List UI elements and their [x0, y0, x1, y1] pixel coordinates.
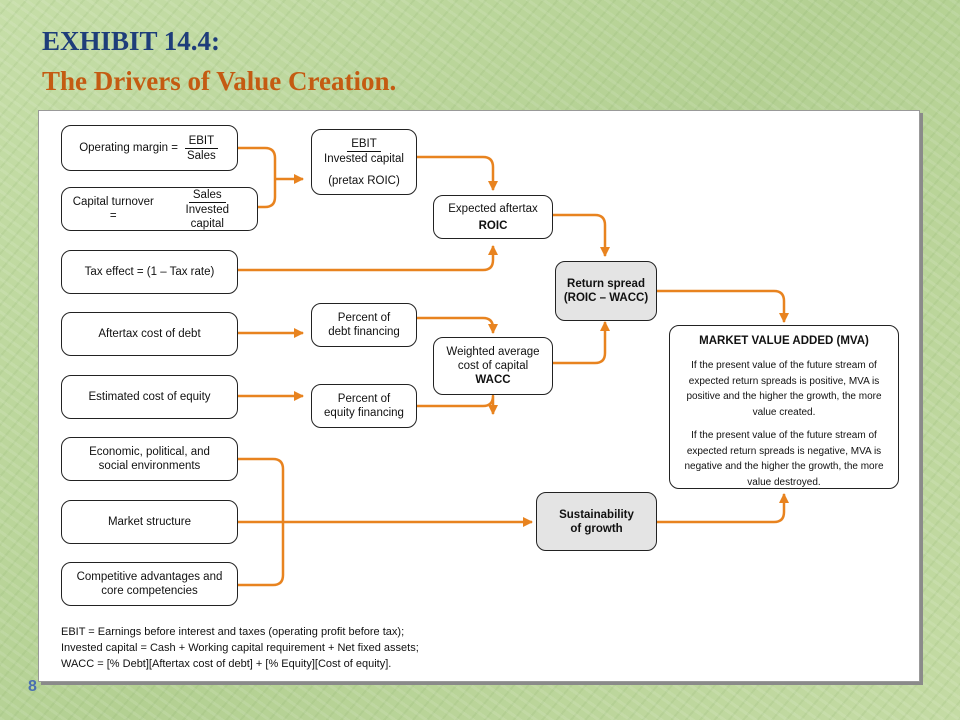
return-spread-line1: Return spread: [567, 278, 645, 290]
footnote-invested-capital: Invested capital = Cash + Working capita…: [61, 642, 419, 654]
wacc-box: Weighted average cost of capital WACC: [433, 337, 553, 395]
market-structure-label: Market structure: [107, 516, 192, 528]
operating-margin-numerator: EBIT: [184, 134, 219, 149]
environments-line1: Economic, political, and: [89, 446, 210, 458]
wacc-line2: cost of capital: [457, 360, 529, 372]
arrow-wacc-spread: [553, 321, 610, 365]
exhibit-title: The Drivers of Value Creation.: [42, 66, 397, 96]
market-structure-box: Market structure: [61, 500, 238, 544]
diagram-panel: Operating margin = EBIT Sales Capital tu…: [38, 110, 920, 682]
mva-positive-text: If the present value of the future strea…: [686, 360, 882, 418]
environments-box: Economic, political, and social environm…: [61, 437, 238, 481]
arrow-margin-turnover: [238, 146, 303, 209]
sustainability-line2: of growth: [570, 522, 623, 535]
exhibit-number: EXHIBIT 14.4:: [42, 26, 221, 56]
debt-financing-box: Percent of debt financing: [311, 303, 417, 347]
pretax-roic-fraction: EBIT Invested capital: [320, 137, 408, 166]
environments-line2: social environments: [98, 460, 201, 472]
equity-financing-line2: equity financing: [324, 407, 404, 419]
arrow-equity-wacc: [417, 394, 498, 415]
pretax-roic-numerator: EBIT: [347, 137, 381, 152]
arrow-drivers-sustainability: [238, 457, 532, 587]
arrow-tax-aftertax: [238, 245, 498, 272]
competitive-advantages-line2: core competencies: [101, 585, 198, 597]
cost-of-equity-box: Estimated cost of equity: [61, 375, 238, 419]
return-spread-box: Return spread (ROIC – WACC): [555, 261, 657, 321]
mva-box: MARKET VALUE ADDED (MVA) If the present …: [669, 325, 899, 489]
equity-financing-line1: Percent of: [337, 393, 391, 405]
definitions-footnote: EBIT = Earnings before interest and taxe…: [61, 624, 419, 672]
mva-title: MARKET VALUE ADDED (MVA): [699, 335, 869, 347]
equity-financing-box: Percent of equity financing: [311, 384, 417, 428]
capital-turnover-label: Capital turnover =: [72, 196, 154, 222]
footnote-wacc: WACC = [% Debt][Aftertax cost of debt] +…: [61, 658, 392, 670]
competitive-advantages-box: Competitive advantages and core competen…: [61, 562, 238, 606]
wacc-line1: Weighted average: [446, 346, 540, 358]
return-spread-line2: (ROIC – WACC): [563, 292, 649, 304]
arrow-spread-mva: [657, 289, 789, 323]
tax-effect-box: Tax effect = (1 – Tax rate): [61, 250, 238, 294]
sustainability-line1: Sustainability: [559, 508, 634, 521]
competitive-advantages-line1: Competitive advantages and: [76, 571, 223, 583]
mva-negative-text: If the present value of the future strea…: [684, 430, 884, 488]
aftertax-roic-line1: Expected aftertax: [448, 202, 538, 215]
aftertax-roic-line2: ROIC: [478, 219, 508, 232]
cost-of-equity-label: Estimated cost of equity: [88, 391, 211, 403]
sustainability-box: Sustainability of growth: [536, 492, 657, 551]
aftertax-cost-of-debt-box: Aftertax cost of debt: [61, 312, 238, 356]
arrow-pretax-aftertax: [417, 155, 498, 191]
arrow-roic-spread: [553, 213, 610, 257]
tax-effect-label: Tax effect = (1 – Tax rate): [84, 266, 215, 278]
capital-turnover-fraction: Sales Invested capital: [164, 188, 251, 231]
operating-margin-fraction: EBIT Sales: [183, 134, 220, 163]
operating-margin-denominator: Sales: [186, 149, 216, 162]
arrow-debt-wacc: [417, 316, 498, 334]
capital-turnover-numerator: Sales: [188, 188, 226, 203]
page-number: 8: [28, 678, 37, 695]
pretax-roic-denominator: Invested capital: [324, 152, 404, 165]
pretax-roic-note: (pretax ROIC): [328, 174, 400, 187]
pretax-roic-box: EBIT Invested capital (pretax ROIC): [311, 129, 417, 195]
debt-financing-line1: Percent of: [337, 312, 391, 324]
operating-margin-label: Operating margin =: [79, 142, 178, 154]
connector-arrows: [238, 146, 789, 587]
wacc-line3: WACC: [475, 374, 511, 386]
footnote-ebit: EBIT = Earnings before interest and taxe…: [61, 626, 405, 638]
operating-margin-box: Operating margin = EBIT Sales: [61, 125, 238, 171]
arrow-sustainability-mva: [657, 493, 789, 524]
aftertax-cost-of-debt-label: Aftertax cost of debt: [98, 328, 201, 340]
debt-financing-line2: debt financing: [328, 326, 400, 338]
capital-turnover-denominator: Invested capital: [185, 203, 230, 230]
capital-turnover-box: Capital turnover = Sales Invested capita…: [61, 187, 258, 231]
aftertax-roic-box: Expected aftertax ROIC: [433, 195, 553, 239]
